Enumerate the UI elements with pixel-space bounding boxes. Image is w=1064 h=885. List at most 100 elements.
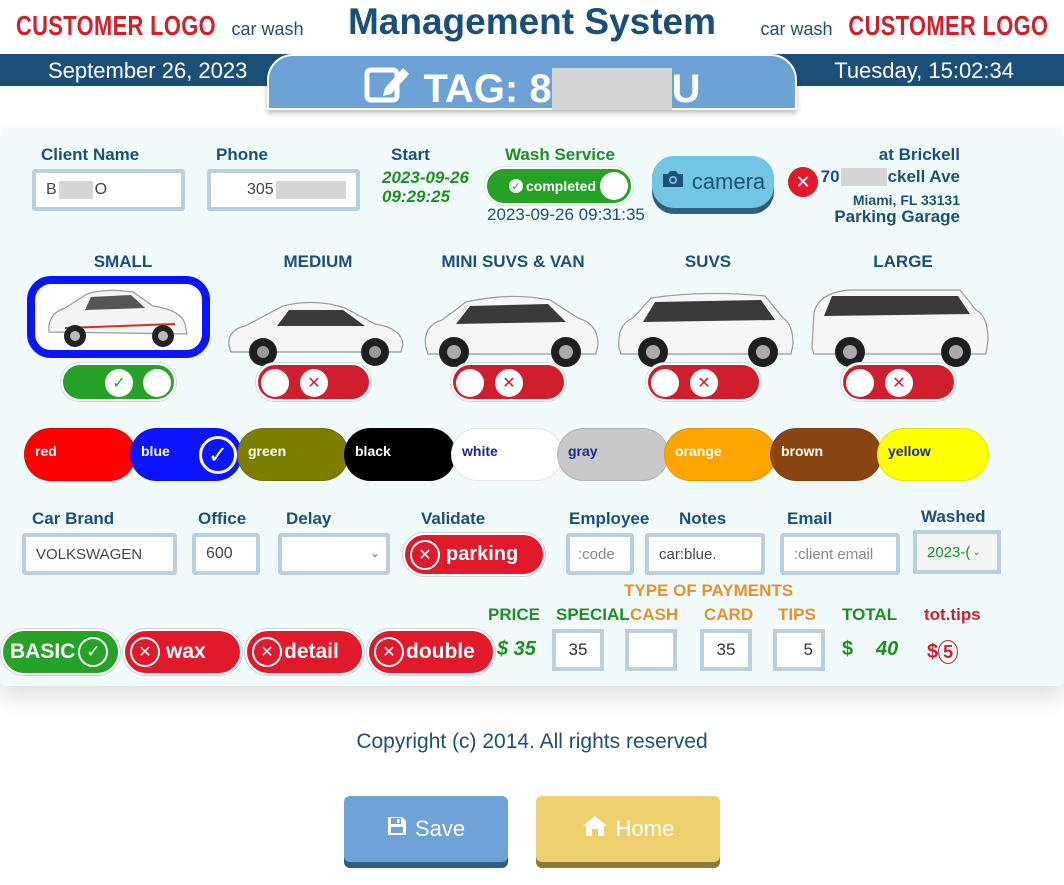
color-option-white[interactable]: white: [451, 428, 563, 481]
color-label: orange: [675, 443, 722, 459]
office-label: Office: [198, 509, 247, 528]
cash-field[interactable]: [625, 629, 677, 671]
total-value: 40: [876, 638, 899, 660]
service-double-button[interactable]: ✕ double: [367, 629, 495, 675]
parking-validate-button[interactable]: ✕ parking: [403, 533, 545, 576]
color-option-brown[interactable]: brown: [770, 428, 882, 481]
address-street: ckell Ave: [887, 167, 960, 186]
color-option-orange[interactable]: orange: [664, 428, 776, 481]
employee-field[interactable]: :code: [566, 533, 634, 575]
card-value: 35: [716, 640, 736, 659]
chevron-down-icon: ⌄: [972, 546, 981, 558]
special-price-field[interactable]: 35: [552, 629, 604, 671]
toggle-knob: [846, 369, 874, 397]
customer-logo-left: CUSTOMER LOGO car wash: [16, 10, 303, 42]
vehicle-mini-suv[interactable]: [420, 282, 600, 368]
check-icon: ✓: [509, 179, 523, 193]
logo-text: CUSTOMER LOGO: [16, 10, 217, 41]
special-label: SPECIAL: [556, 605, 630, 624]
parking-label: parking: [446, 543, 519, 565]
check-icon: ✓: [199, 436, 237, 474]
card-field[interactable]: 35: [700, 629, 752, 671]
size-toggle-large[interactable]: ✕: [841, 363, 956, 401]
copyright-text: Copyright (c) 2014. All rights reserved: [356, 730, 708, 753]
check-icon: ✓: [78, 637, 109, 667]
size-toggle-mini-suv[interactable]: ✕: [451, 363, 566, 401]
x-icon: ✕: [374, 637, 404, 667]
size-label-medium: MEDIUM: [283, 252, 353, 271]
validate-label: Validate: [421, 509, 486, 528]
tag-suffix: U: [671, 66, 701, 111]
car-brand-field[interactable]: VOLKSWAGEN: [22, 533, 177, 575]
start-date: 2023-09-26: [382, 168, 469, 187]
x-icon: ✕: [252, 637, 282, 667]
check-icon: ✓: [105, 369, 133, 397]
size-toggle-suv[interactable]: ✕: [646, 363, 761, 401]
vehicle-suv[interactable]: [615, 282, 795, 368]
wash-service-label: Wash Service: [505, 145, 615, 164]
toggle-knob: [261, 369, 289, 397]
color-label: yellow: [888, 443, 931, 459]
client-name-end: O: [94, 181, 108, 198]
camera-label: camera: [691, 169, 766, 194]
size-toggle-medium[interactable]: ✕: [256, 363, 371, 401]
service-detail-button[interactable]: ✕ detail: [245, 629, 364, 675]
home-button[interactable]: Home: [536, 796, 720, 862]
main-panel: [0, 128, 1064, 686]
color-option-blue[interactable]: blue✓: [130, 428, 242, 481]
start-time: 09:29:25: [382, 187, 451, 206]
x-icon: ✕: [300, 369, 328, 397]
cash-label: CASH: [630, 605, 679, 624]
redacted-block: [840, 168, 887, 186]
vehicle-large[interactable]: [810, 282, 990, 368]
color-option-black[interactable]: black: [344, 428, 456, 481]
service-basic-button[interactable]: BASIC ✓: [1, 629, 120, 675]
page-title: Management System: [347, 1, 717, 42]
suv-icon: [618, 292, 794, 367]
home-icon: [582, 815, 608, 843]
special-value: 35: [568, 640, 588, 659]
chevron-down-icon: ⌄: [369, 546, 380, 560]
size-label-suv: SUVS: [684, 252, 732, 271]
vehicle-small[interactable]: [27, 276, 210, 358]
tag-prefix: TAG: 8: [423, 66, 552, 111]
edit-icon[interactable]: [363, 62, 411, 116]
remove-location-icon[interactable]: ✕: [788, 167, 818, 197]
color-option-green[interactable]: green: [237, 428, 349, 481]
tips-field[interactable]: 5: [773, 629, 825, 671]
notes-value: car:blue.: [659, 545, 717, 563]
address-line-3: Miami, FL 33131: [852, 192, 960, 208]
wash-status: completed: [526, 178, 597, 194]
washed-label: Washed: [921, 507, 986, 526]
washed-select[interactable]: 2023-( ⌄: [913, 530, 1001, 574]
service-wax-button[interactable]: ✕ wax: [123, 629, 242, 675]
camera-button[interactable]: camera: [652, 156, 774, 208]
color-label: red: [35, 443, 57, 459]
x-icon: ✕: [410, 539, 440, 570]
phone-field[interactable]: 305: [207, 169, 360, 211]
color-option-gray[interactable]: gray: [557, 428, 669, 481]
vehicle-medium[interactable]: [225, 282, 405, 368]
office-field[interactable]: 600: [192, 533, 260, 575]
x-icon: ✕: [495, 369, 523, 397]
color-option-red[interactable]: red: [24, 428, 136, 481]
save-button[interactable]: Save: [344, 796, 508, 862]
address-line-4: Parking Garage: [834, 207, 960, 226]
price-label: PRICE: [488, 605, 540, 624]
service-basic-label: BASIC: [10, 640, 76, 663]
color-option-yellow[interactable]: yellow: [877, 428, 989, 481]
customer-logo-right: car wash CUSTOMER LOGO: [761, 10, 1048, 42]
washed-value: 2023-(: [927, 543, 971, 561]
service-detail-label: detail: [284, 640, 339, 663]
email-field[interactable]: :client email: [780, 533, 900, 575]
service-wax-label: wax: [166, 640, 206, 663]
total-currency: $: [842, 638, 854, 660]
size-toggle-small[interactable]: ✓: [61, 363, 176, 401]
notes-field[interactable]: car:blue.: [645, 533, 765, 575]
wash-service-toggle[interactable]: ✓completed: [485, 167, 633, 205]
delay-select[interactable]: ⌄: [278, 533, 390, 575]
color-label: white: [462, 443, 498, 459]
x-icon: ✕: [690, 369, 718, 397]
redacted-block: [275, 181, 346, 199]
